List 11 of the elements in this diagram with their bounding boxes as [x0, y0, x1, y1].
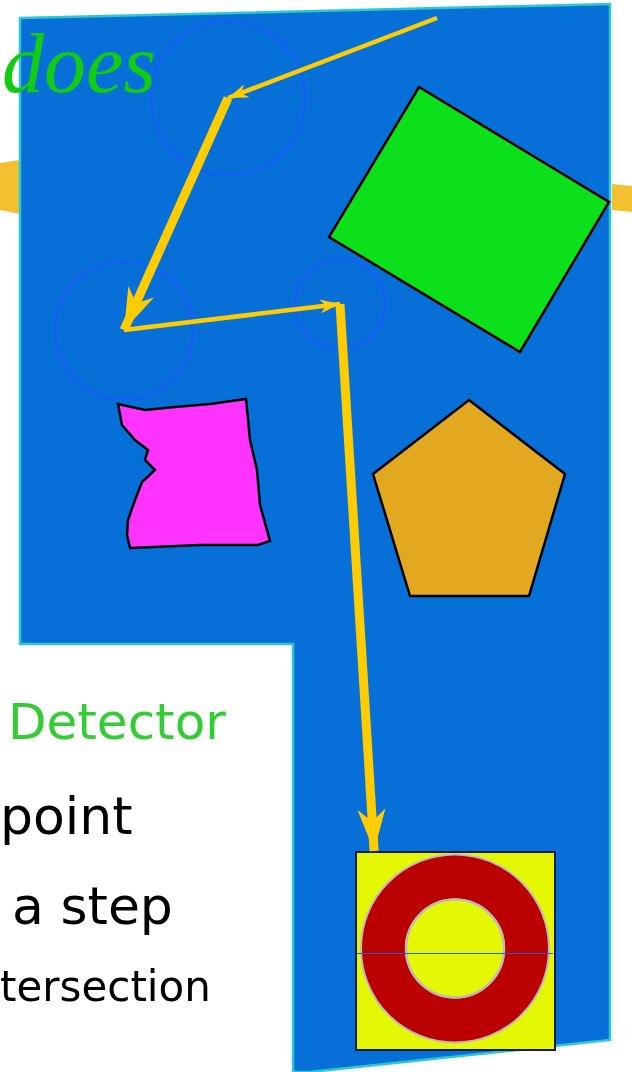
blob-shape [115, 397, 272, 550]
arrow [227, 15, 438, 101]
arrow [335, 303, 386, 852]
detector-box [355, 851, 556, 1051]
bounding-circle [54, 260, 194, 400]
pentagon-shape [371, 398, 567, 598]
bullet-text: tersection [0, 966, 211, 1008]
arrow [123, 299, 341, 333]
heading-text: Detector [8, 697, 226, 747]
bounding-circle [294, 258, 386, 350]
arrow [119, 96, 233, 332]
